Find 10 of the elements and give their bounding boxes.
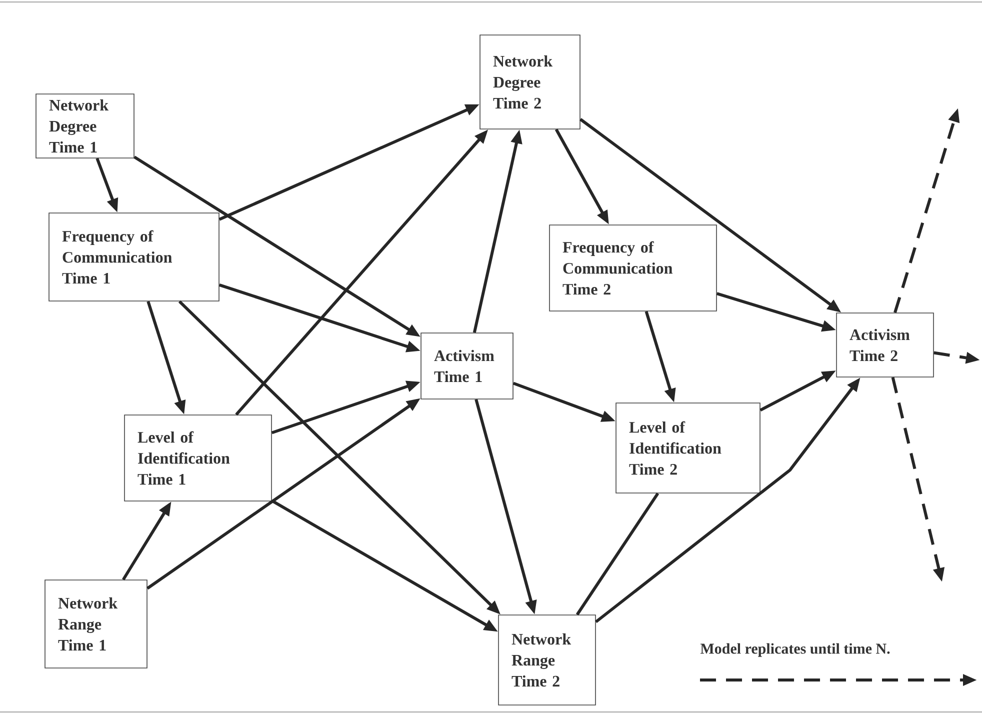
concept-box: Network Range Time 2 xyxy=(498,614,596,706)
concept-box: Frequency of Communication Time 2 xyxy=(549,224,717,312)
concept-box: Level of Identification Time 1 xyxy=(124,414,272,502)
concept-box: Activism Time 1 xyxy=(420,332,514,400)
concept-box: Level of Identification Time 2 xyxy=(616,402,760,494)
concept-box: Activism Time 2 xyxy=(836,312,934,378)
concept-box: Network Degree Time 1 xyxy=(36,94,134,158)
concept-box: Frequency of Communication Time 1 xyxy=(48,212,220,302)
concept-box: Network Degree Time 2 xyxy=(480,34,580,130)
concept-box: Network Range Time 1 xyxy=(44,580,148,668)
